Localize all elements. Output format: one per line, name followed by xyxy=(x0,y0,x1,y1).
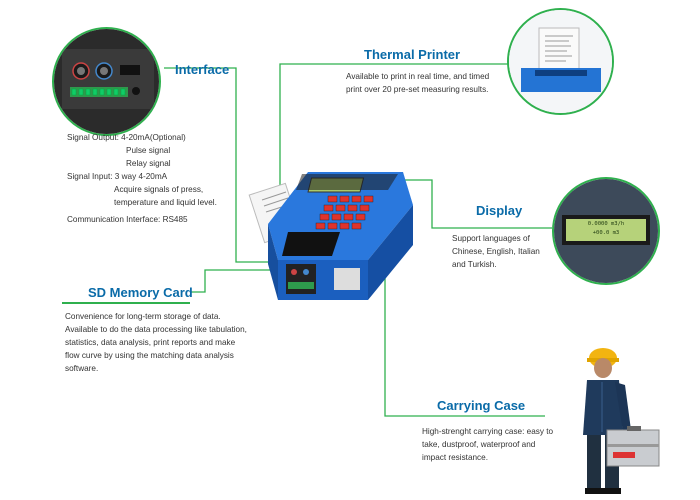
carrying-case-title: Carrying Case xyxy=(437,398,526,413)
interface-description: Signal Output: 4-20mA(Optional) Pulse si… xyxy=(67,131,257,226)
case-line: take, dustproof, waterproof and xyxy=(422,440,536,449)
interface-line: Communication Interface: RS485 xyxy=(67,215,188,224)
display-title: Display xyxy=(476,203,523,218)
worker-with-carrying-case-image xyxy=(583,348,660,494)
sd-card-line: Available to do the data processing like… xyxy=(65,325,247,334)
flowmeter-device xyxy=(248,172,413,300)
sd-card-line: flow curve by using the matching data an… xyxy=(65,351,234,360)
interface-line: Signal Output: 4-20mA(Optional) xyxy=(67,133,186,142)
case-line: High-strenght carrying case: easy to xyxy=(422,427,554,436)
display-desc-line: Chinese, English, Italian xyxy=(452,247,540,256)
display-description: Support languages of Chinese, English, I… xyxy=(452,232,562,271)
thermal-printer-title: Thermal Printer xyxy=(364,47,461,62)
display-closeup-circle: 0.0000 m3/h +00.0 m3 xyxy=(552,177,660,285)
interface-line: Pulse signal xyxy=(126,146,171,155)
sd-card-description: Convenience for long-term storage of dat… xyxy=(65,310,280,375)
thermal-printer-description: Available to print in real time, and tim… xyxy=(346,70,516,96)
printer-line: print over 20 pre-set measuring results. xyxy=(346,85,489,94)
display-line: 0.0000 m3/h xyxy=(587,221,625,227)
interface-line: Signal Input: 3 way 4-20mA xyxy=(67,172,168,181)
sd-card-title: SD Memory Card xyxy=(88,285,193,300)
interface-closeup-circle xyxy=(52,27,161,136)
sd-card-underline xyxy=(62,302,190,304)
interface-line: temperature and liquid level. xyxy=(114,198,217,207)
interface-panel-image xyxy=(54,29,159,134)
display-connector xyxy=(398,179,552,229)
printer-image xyxy=(509,10,612,113)
interface-title: Interface xyxy=(175,62,230,77)
sd-card-line: software. xyxy=(65,364,99,373)
printer-line: Available to print in real time, and tim… xyxy=(346,72,490,81)
interface-line: Relay signal xyxy=(126,159,171,168)
display-screen-text: 0.0000 m3/h +00.0 m3 xyxy=(567,220,645,238)
display-line: +00.0 m3 xyxy=(592,230,620,236)
sd-card-line: statistics, data analysis, print reports… xyxy=(65,338,236,347)
case-line: impact resistance. xyxy=(422,453,488,462)
display-desc-line: Support languages of xyxy=(452,234,530,243)
interface-line: Acquire signals of press, xyxy=(114,185,204,194)
display-desc-line: and Turkish. xyxy=(452,260,497,269)
printer-closeup-circle xyxy=(507,8,614,115)
display-image xyxy=(554,179,658,283)
carrying-case-description: High-strenght carrying case: easy to tak… xyxy=(422,425,572,464)
sd-card-line: Convenience for long-term storage of dat… xyxy=(65,312,221,321)
